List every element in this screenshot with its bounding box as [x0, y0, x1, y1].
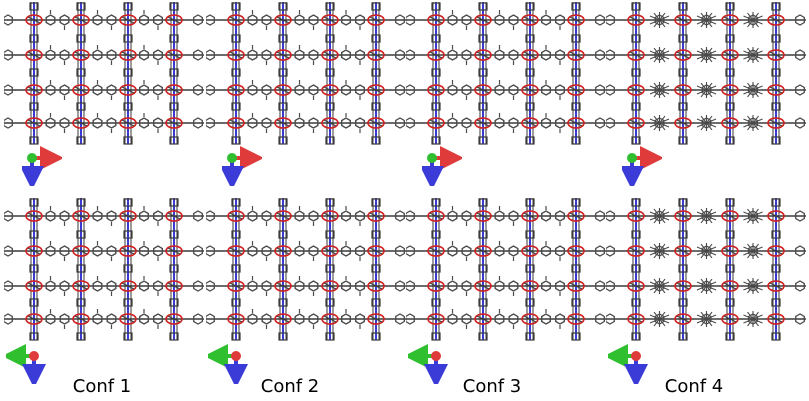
axes-triad-icon: [604, 344, 648, 388]
axes-triad-icon: [204, 344, 248, 388]
conf-label: Conf 1: [72, 376, 132, 397]
axes-triad-icon: [220, 146, 264, 190]
conf-label: Conf 2: [260, 376, 320, 397]
conf1-bottom-structure: [4, 196, 204, 346]
conf3-top-structure: [406, 0, 606, 150]
axes-triad-icon: [20, 146, 64, 190]
axes-triad-icon: [404, 344, 448, 388]
conf-label: Conf 3: [462, 376, 522, 397]
conf4-top-structure: [606, 0, 806, 150]
axes-triad-icon: [620, 146, 664, 190]
conf2-top-structure: [206, 0, 406, 150]
conf4-bottom-structure: [606, 196, 806, 346]
conf2-bottom-structure: [206, 196, 406, 346]
conf-label: Conf 4: [664, 376, 724, 397]
axes-triad-icon: [2, 344, 46, 388]
conf1-top-structure: [4, 0, 204, 150]
axes-triad-icon: [420, 146, 464, 190]
conf3-bottom-structure: [406, 196, 606, 346]
